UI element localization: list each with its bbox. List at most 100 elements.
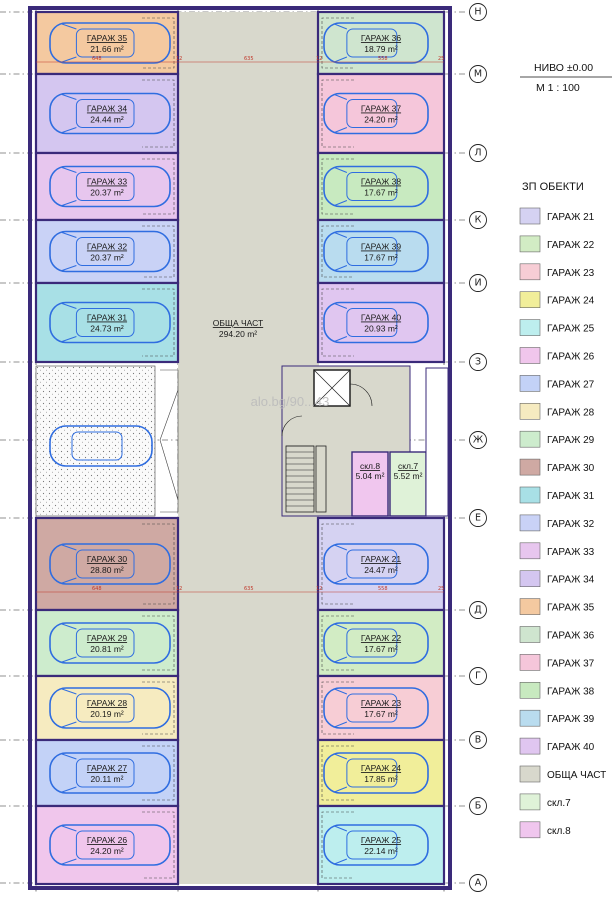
legend-item: ГАРАЖ 23 xyxy=(519,263,595,281)
car-icon xyxy=(323,752,429,794)
legend-label: ГАРАЖ 35 xyxy=(547,603,595,614)
garage-area: 22.14 m² xyxy=(364,846,398,856)
garage-cell xyxy=(316,804,446,886)
legend-item: ГАРАЖ 34 xyxy=(519,570,595,588)
axis-bubble: М xyxy=(469,65,487,83)
storage-room: скл.75.52 m² xyxy=(389,451,427,517)
car-icon xyxy=(323,22,429,64)
garage-cell xyxy=(34,516,180,612)
dim-aisle: 635 xyxy=(244,56,254,62)
legend-item: ГАРАЖ 25 xyxy=(519,319,595,336)
garage-title: ГАРАЖ 23 xyxy=(361,698,401,708)
legend-swatch xyxy=(519,514,541,532)
garage-title: ГАРАЖ 40 xyxy=(361,313,401,323)
car-icon xyxy=(49,92,171,135)
axis-label: Б xyxy=(475,801,482,812)
dim-right-width-b: 558 xyxy=(378,586,388,592)
legend-swatch xyxy=(519,626,541,643)
garage-cell xyxy=(34,151,180,222)
legend-swatch xyxy=(519,821,541,839)
garage-title: ГАРАЖ 39 xyxy=(361,242,401,252)
garage-area: 17.67 m² xyxy=(364,253,398,263)
legend-swatch xyxy=(519,542,541,560)
legend-swatch xyxy=(519,458,541,476)
legend-item: ГАРАЖ 38 xyxy=(519,681,595,699)
legend-item: скл.8 xyxy=(519,821,571,839)
corridor-room xyxy=(425,367,449,517)
legend-swatch xyxy=(519,375,541,392)
garage-cell xyxy=(316,674,446,742)
garage-cell xyxy=(316,608,446,678)
legend-label: ГАРАЖ 31 xyxy=(547,491,595,502)
car-icon xyxy=(49,824,171,866)
watermark: alo.bg/90...43 xyxy=(251,394,330,409)
axis-label: И xyxy=(474,278,481,289)
garage-title: ГАРАЖ 35 xyxy=(87,33,127,43)
legend-swatch xyxy=(519,291,541,309)
level-label: НИВО ±0.00 xyxy=(534,62,593,74)
garage-title: ГАРАЖ 22 xyxy=(361,633,401,643)
axis-label: В xyxy=(475,735,482,746)
legend-label: ГАРАЖ 26 xyxy=(547,352,595,363)
car-icon xyxy=(49,543,171,585)
garage-cell xyxy=(316,738,446,808)
car-icon xyxy=(323,824,429,866)
garage-cell xyxy=(34,674,180,742)
garage-title: ГАРАЖ 21 xyxy=(361,554,401,564)
garage-cell xyxy=(34,10,180,76)
dimension-line-bottom: 648 12 635 12 558 25 xyxy=(36,586,444,593)
axis-label: Е xyxy=(475,513,481,524)
car-icon xyxy=(323,687,429,729)
legend-label: ГАРАЖ 29 xyxy=(547,435,595,446)
axis-label: Л xyxy=(474,148,481,159)
legend-item: ГАРАЖ 32 xyxy=(519,514,595,532)
legend-swatch xyxy=(519,402,541,420)
legend-label: ГАРАЖ 39 xyxy=(547,714,595,725)
legend-swatch xyxy=(519,235,541,253)
garage-cell xyxy=(34,281,180,364)
axis-bubble: Г xyxy=(469,667,487,685)
car-icon xyxy=(323,543,429,585)
storage-room: скл.85.04 m² xyxy=(351,451,389,517)
legend-item: ГАРАЖ 26 xyxy=(519,347,595,364)
car-icon xyxy=(49,301,171,344)
garage-area: 24.73 m² xyxy=(90,324,124,334)
ramp-area xyxy=(35,365,156,517)
legend-label: скл.7 xyxy=(547,798,571,809)
garage-area: 21.66 m² xyxy=(90,44,124,54)
legend-swatch xyxy=(519,430,541,448)
car-icon xyxy=(49,230,171,273)
dim-right-width: 558 xyxy=(378,56,388,62)
garage-area: 17.85 m² xyxy=(364,774,398,784)
legend-item: ГАРАЖ 29 xyxy=(519,430,595,448)
garage-title: ГАРАЖ 25 xyxy=(361,835,401,845)
legend-label: ГАРАЖ 33 xyxy=(547,547,595,558)
legend-label: ГАРАЖ 25 xyxy=(547,324,595,335)
axis-label: Н xyxy=(474,7,481,18)
legend-item: ОБЩА ЧАСТ xyxy=(519,765,606,783)
legend-item: ГАРАЖ 40 xyxy=(519,737,595,755)
axis-label: Г xyxy=(475,671,481,682)
garage-area: 24.47 m² xyxy=(364,565,398,575)
car-icon xyxy=(49,22,171,64)
axis-label: А xyxy=(475,878,482,889)
legend-item: ГАРАЖ 21 xyxy=(519,207,595,225)
garage-title: ГАРАЖ 31 xyxy=(87,313,127,323)
legend-label: ГАРАЖ 38 xyxy=(547,686,595,697)
legend-swatch xyxy=(519,737,541,755)
